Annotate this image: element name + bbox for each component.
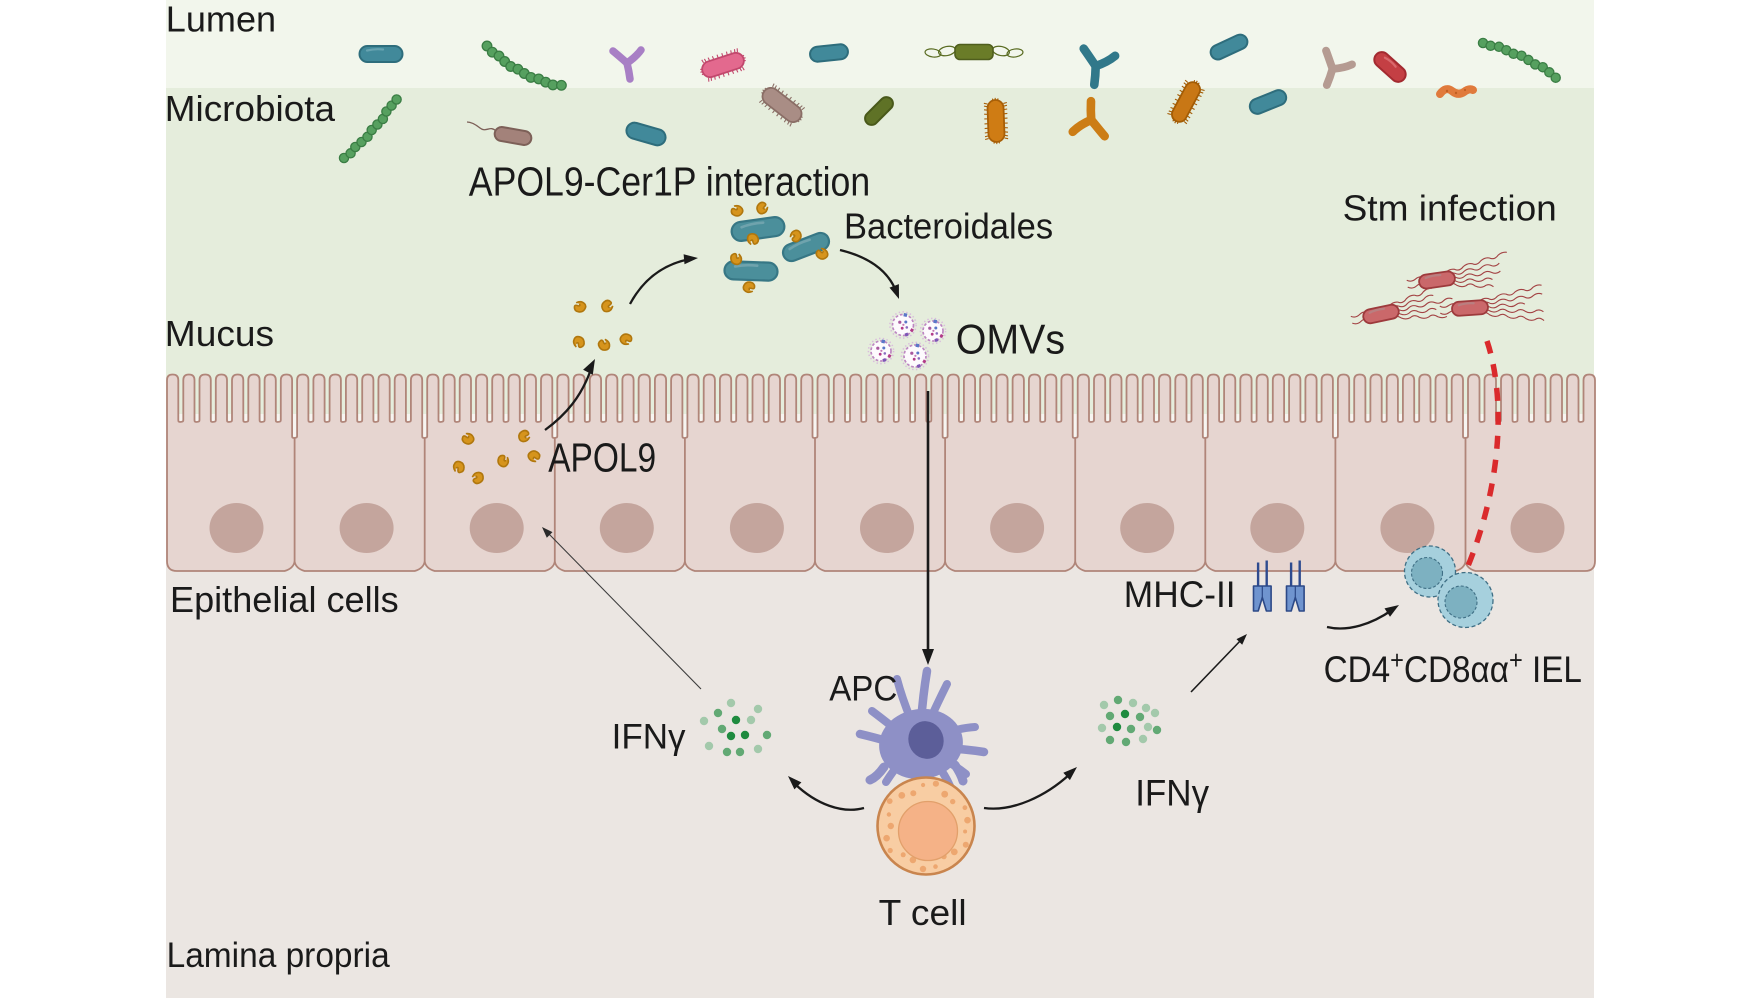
svg-text:APC: APC (829, 669, 897, 708)
svg-text:APOL9-Cer1P interaction: APOL9-Cer1P interaction (469, 159, 870, 205)
svg-text:IFNγ: IFNγ (612, 717, 686, 756)
svg-text:APOL9: APOL9 (548, 434, 656, 480)
svg-text:IFNγ: IFNγ (1135, 773, 1209, 814)
svg-text:T cell: T cell (879, 892, 967, 933)
svg-text:Epithelial cells: Epithelial cells (170, 579, 399, 620)
svg-text:Stm infection: Stm infection (1343, 188, 1557, 229)
svg-text:CD4+CD8αα+ IEL: CD4+CD8αα+ IEL (1324, 645, 1582, 690)
svg-text:OMVs: OMVs (956, 316, 1065, 363)
svg-text:Microbiota: Microbiota (165, 88, 336, 129)
svg-text:MHC-II: MHC-II (1124, 574, 1236, 615)
svg-text:Mucus: Mucus (165, 313, 274, 354)
svg-text:Lumen: Lumen (166, 0, 276, 40)
svg-text:Bacteroidales: Bacteroidales (844, 205, 1053, 246)
svg-text:Lamina propria: Lamina propria (167, 936, 391, 975)
